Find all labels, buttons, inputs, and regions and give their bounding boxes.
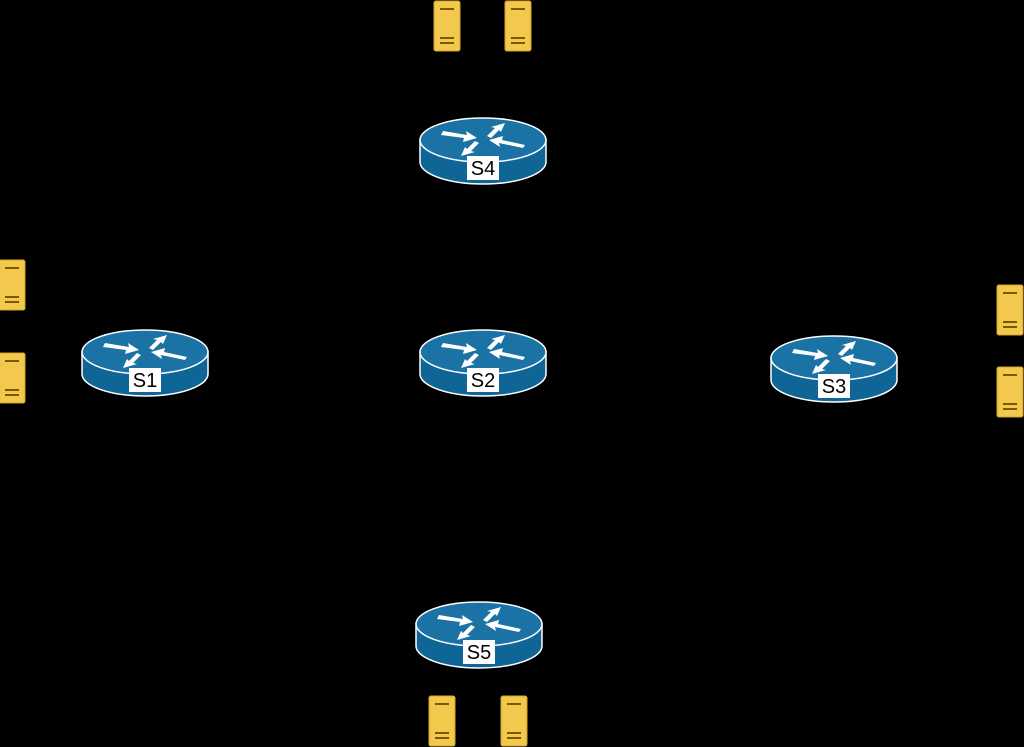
router-arrows-icon <box>437 607 521 640</box>
router-label-s5: S5 <box>467 642 491 664</box>
router-label-box <box>467 368 499 392</box>
router-label-s4: S4 <box>471 158 495 180</box>
router-arrows-icon <box>103 335 187 368</box>
router-label-box <box>818 374 850 398</box>
router-s4: S4 <box>419 117 547 185</box>
server-icon <box>433 0 461 52</box>
server-icon <box>0 259 26 311</box>
router-label-s2: S2 <box>471 370 495 392</box>
router-top <box>770 335 898 381</box>
router-label-box <box>467 156 499 180</box>
router-arrows-icon <box>441 123 525 156</box>
router-arrows-icon <box>792 341 876 374</box>
router-top <box>419 329 547 375</box>
server-icon <box>504 0 532 52</box>
router-label-box <box>463 640 495 664</box>
router-s1: S1 <box>81 329 209 397</box>
router-s5: S5 <box>415 601 543 669</box>
router-top <box>419 117 547 163</box>
server-icon <box>500 695 528 747</box>
router-arrows-icon <box>441 335 525 368</box>
server-icon <box>996 284 1024 336</box>
router-label-s1: S1 <box>133 370 157 392</box>
server-icon <box>996 366 1024 418</box>
router-top <box>415 601 543 647</box>
router-s3: S3 <box>770 335 898 403</box>
server-icon <box>0 352 26 404</box>
server-icon <box>428 695 456 747</box>
router-s2: S2 <box>419 329 547 397</box>
router-label-s3: S3 <box>822 376 846 398</box>
router-top <box>81 329 209 375</box>
router-label-box <box>129 368 161 392</box>
